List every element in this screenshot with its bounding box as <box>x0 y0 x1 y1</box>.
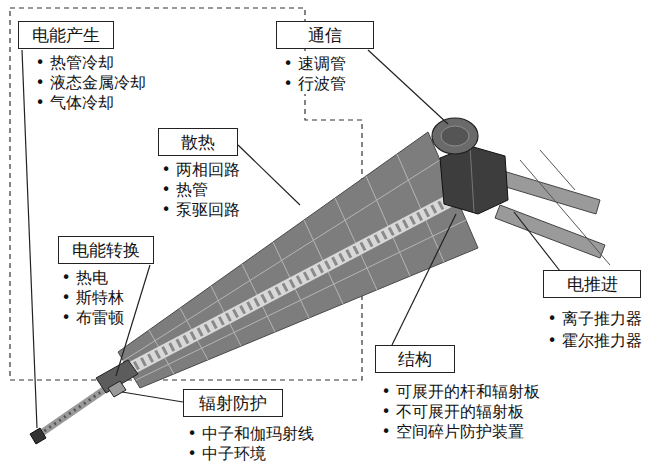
bullet-item: • 中子和伽玛射线 <box>186 424 316 444</box>
leader-line <box>122 392 183 402</box>
panel-seam <box>123 160 440 361</box>
callout-box: 散热• 两相回路• 热管• 泵驱回路 <box>158 128 238 156</box>
bullet-list: • 离子推力器• 霍尔推力器 <box>546 308 644 352</box>
bullet-item: • 可展开的杆和辐射板 <box>380 382 542 402</box>
bullet-item: • 热电 <box>60 268 126 288</box>
dish-antenna <box>432 118 478 154</box>
bullet-item: • 中子环境 <box>186 444 316 464</box>
callout-title: 电推进 <box>552 274 632 294</box>
bullet-item: • 热管冷却 <box>34 53 148 73</box>
callout-box: 辐射防护• 中子和伽玛射线• 中子环境 <box>183 389 283 417</box>
leader-line <box>392 214 456 345</box>
callout-title: 散热 <box>167 132 229 152</box>
bullet-item: • 斯特林 <box>60 288 126 308</box>
callout-title: 电能转换 <box>67 240 145 260</box>
reactor <box>30 428 46 444</box>
bullet-list: • 可展开的杆和辐射板• 不可展开的辐射板• 空间碎片防护装置 <box>380 382 542 442</box>
leader-line <box>238 145 300 205</box>
solar-array <box>495 205 605 258</box>
shield <box>108 381 126 397</box>
spacecraft-bus <box>440 146 508 214</box>
antenna-mast <box>540 150 575 190</box>
callout-title: 通信 <box>285 25 365 45</box>
bullet-item: • 不可展开的辐射板 <box>380 402 542 422</box>
bullet-list: • 两相回路• 热管• 泵驱回路 <box>160 160 242 220</box>
bullet-item: • 空间碎片防护装置 <box>380 422 542 442</box>
bullet-item: • 热管 <box>160 180 242 200</box>
callout-title: 辐射防护 <box>192 393 274 413</box>
panel-seam <box>136 220 466 380</box>
callout-box: 结构• 可展开的杆和辐射板• 不可展开的辐射板• 空间碎片防护装置 <box>375 345 455 373</box>
callout-box: 电能产生• 热管冷却• 液态金属冷却• 气体冷却 <box>18 21 114 49</box>
bullet-item: • 气体冷却 <box>34 93 148 113</box>
callout-box: 电能转换• 热电• 斯特林• 布雷顿 <box>58 236 154 264</box>
bullet-item: • 两相回路 <box>160 160 242 180</box>
callout-box: 通信• 速调管• 行波管 <box>276 21 374 49</box>
bullet-item: • 行波管 <box>282 74 348 94</box>
truss-spine <box>128 190 470 370</box>
truss-lattice <box>128 190 470 370</box>
leader-line <box>514 212 560 271</box>
dish-inner <box>441 126 469 146</box>
bullet-list: • 热电• 斯特林• 布雷顿 <box>60 268 126 328</box>
callout-title: 电能产生 <box>27 25 105 45</box>
bullet-list: • 速调管• 行波管 <box>282 54 348 94</box>
radiator-panel <box>118 132 478 388</box>
callout-box: 电推进• 离子推力器• 霍尔推力器 <box>543 270 641 298</box>
bullet-list: • 中子和伽玛射线• 中子环境 <box>186 424 316 464</box>
leader-lines <box>22 50 560 428</box>
bullet-item: • 泵驱回路 <box>160 200 242 220</box>
leader-line <box>368 50 448 124</box>
bus-edge <box>470 146 474 212</box>
bullet-item: • 离子推力器 <box>546 308 644 330</box>
bullet-item: • 霍尔推力器 <box>546 330 644 352</box>
callout-title: 结构 <box>384 349 446 369</box>
bullet-list: • 热管冷却• 液态金属冷却• 气体冷却 <box>34 53 148 113</box>
antenna-mast <box>520 160 610 265</box>
bullet-item: • 布雷顿 <box>60 308 126 328</box>
bullet-item: • 速调管 <box>282 54 348 74</box>
bullet-item: • 液态金属冷却 <box>34 73 148 93</box>
